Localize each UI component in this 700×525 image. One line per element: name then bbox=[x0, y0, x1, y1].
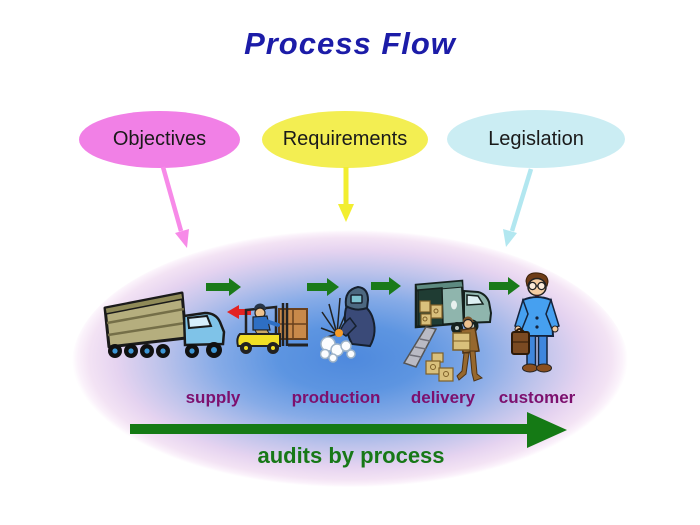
welder-icon bbox=[320, 284, 380, 364]
stage-label-customer: customer bbox=[498, 388, 576, 407]
stage-label-supply: supply bbox=[185, 388, 241, 407]
requirements-label: Requirements bbox=[282, 128, 408, 150]
requirements-arrow bbox=[338, 167, 354, 222]
delivery-truck-icon bbox=[402, 277, 498, 389]
audit-process-arrow bbox=[130, 412, 567, 448]
flow-arrow-2 bbox=[307, 278, 339, 296]
stage-label-production: production bbox=[291, 388, 381, 407]
return-arrow bbox=[227, 305, 251, 319]
legislation-label: Legislation bbox=[488, 127, 584, 150]
flow-arrow-3 bbox=[371, 277, 401, 295]
audit-process-label: audits by process bbox=[257, 443, 445, 468]
objectives-arrow bbox=[160, 166, 189, 248]
flow-arrow-1 bbox=[206, 278, 241, 296]
page-title: Process Flow bbox=[244, 26, 456, 61]
objectives-bubble: Objectives bbox=[79, 111, 240, 168]
briefcase-icon bbox=[511, 328, 530, 355]
forklift-icon bbox=[226, 300, 310, 356]
flow-arrow-4 bbox=[489, 277, 520, 295]
legislation-bubble: Legislation bbox=[447, 110, 625, 168]
courier-icon bbox=[452, 316, 483, 382]
objectives-label: Objectives bbox=[112, 128, 207, 150]
requirements-bubble: Requirements bbox=[262, 111, 428, 168]
businessman-icon bbox=[511, 272, 563, 376]
cargo-truck-icon bbox=[100, 286, 235, 364]
legislation-arrow bbox=[503, 168, 534, 247]
stage-label-delivery: delivery bbox=[410, 388, 476, 407]
